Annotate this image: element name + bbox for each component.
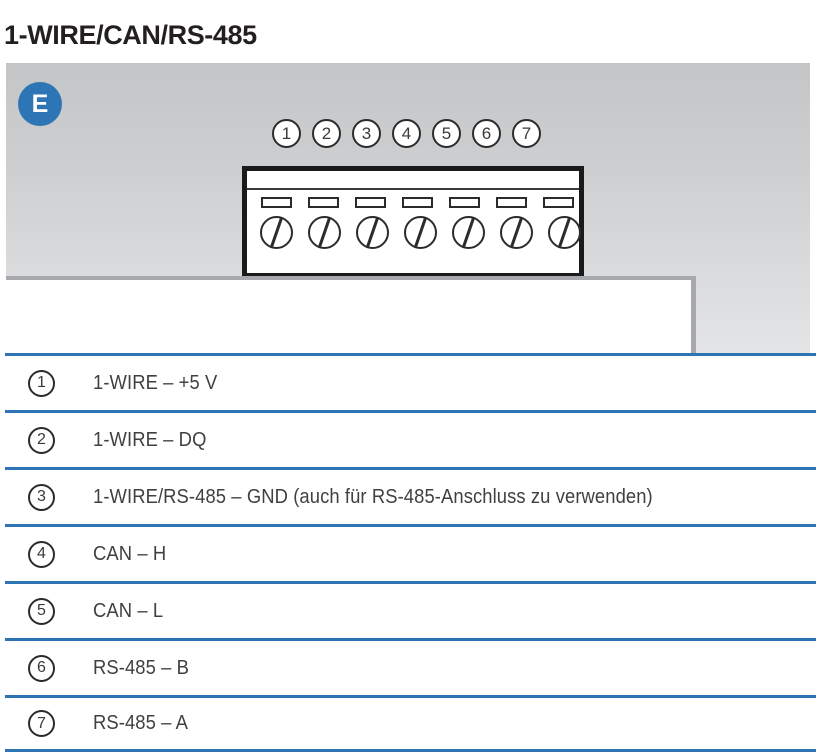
pin-row: 7 RS-485 – A (5, 695, 816, 752)
terminal-slot (261, 197, 292, 208)
terminal-slot (402, 197, 433, 208)
pin-row: 4 CAN – H (5, 524, 816, 581)
pin-label: RS-485 – A (93, 712, 189, 734)
device-front-face (6, 276, 696, 353)
callout-circle: 3 (352, 119, 381, 148)
terminal-top-divider (247, 188, 579, 190)
terminal-slot (355, 197, 386, 208)
pin-row: 6 RS-485 – B (5, 638, 816, 695)
callout-circle: 7 (512, 119, 541, 148)
pin-label: CAN – H (93, 542, 167, 565)
pin-row: 2 1-WIRE – DQ (5, 410, 816, 467)
terminal-screw (308, 216, 341, 249)
callout-circle: 1 (272, 119, 301, 148)
terminal-screw (500, 216, 533, 249)
terminal-slot (449, 197, 480, 208)
pin-number-circle: 5 (28, 597, 55, 625)
callout-circle: 2 (312, 119, 341, 148)
page-title: 1-WIRE/CAN/RS-485 (4, 20, 257, 51)
terminal-slot (496, 197, 527, 208)
callout-circle: 4 (392, 119, 421, 148)
terminal-slot (308, 197, 339, 208)
terminal-screw (260, 216, 293, 249)
pin-number-circle: 6 (28, 654, 55, 682)
pin-number-circle: 7 (28, 710, 55, 737)
pin-label: CAN – L (93, 599, 164, 622)
terminal-slot (543, 197, 574, 208)
pin-label: 1-WIRE – DQ (93, 428, 207, 451)
pin-number-circle: 1 (28, 369, 55, 397)
pin-row: 1 1-WIRE – +5 V (5, 353, 816, 410)
section-badge-e: E (18, 82, 62, 126)
terminal-screw (452, 216, 485, 249)
pin-row: 3 1-WIRE/RS-485 – GND (auch für RS-485-An… (5, 467, 816, 524)
pin-label: RS-485 – B (93, 656, 190, 679)
pin-assignment-table: 1 1-WIRE – +5 V 2 1-WIRE – DQ 3 1-WIRE/RS-485… (5, 353, 816, 752)
terminal-screw (548, 216, 581, 249)
callout-circle: 5 (432, 119, 461, 148)
terminal-block (242, 166, 584, 278)
terminal-screw-row (260, 216, 581, 249)
screw-head-ring (260, 216, 293, 249)
terminal-screw (404, 216, 437, 249)
pin-number-circle: 3 (28, 483, 55, 511)
callout-circle: 6 (472, 119, 501, 148)
terminal-screw (356, 216, 389, 249)
pin-label: 1-WIRE – +5 V (93, 371, 218, 394)
pin-number-circle: 2 (28, 426, 55, 454)
terminal-slot-row (261, 197, 574, 208)
pin-label: 1-WIRE/RS-485 – GND (auch für RS-485-Ans… (93, 485, 653, 508)
pin-row: 5 CAN – L (5, 581, 816, 638)
pin-number-circle: 4 (28, 540, 55, 568)
